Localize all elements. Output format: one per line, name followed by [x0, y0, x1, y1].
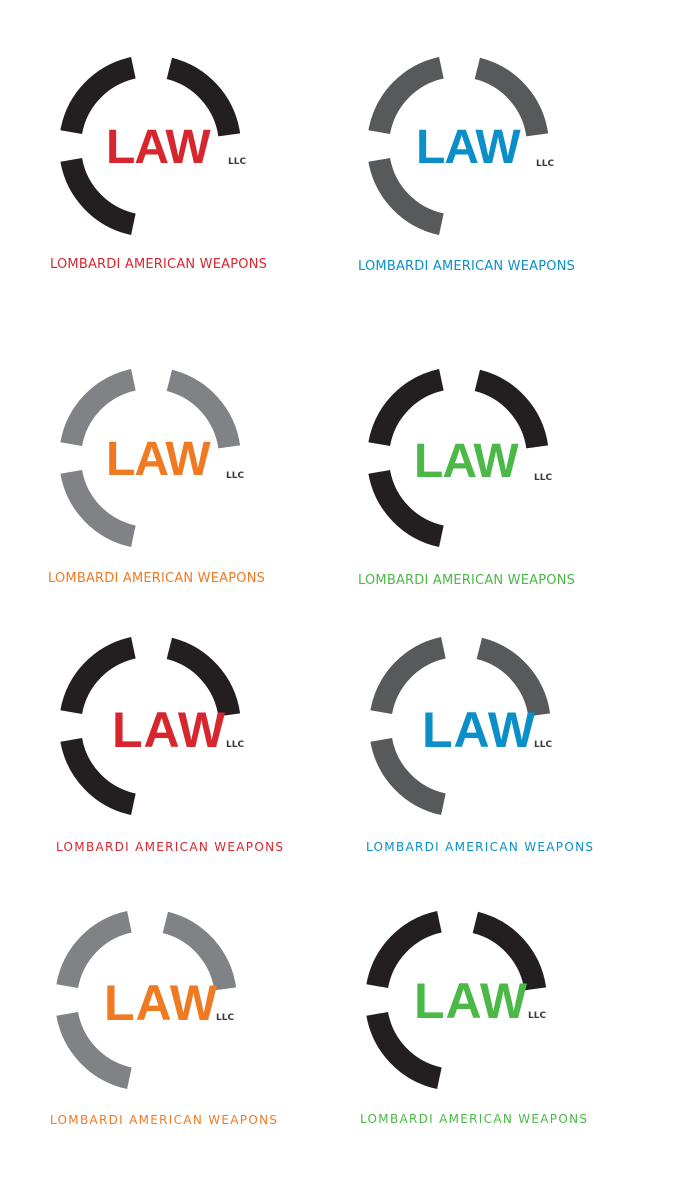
logo-mark: LAW [414, 435, 519, 488]
logo-blue-gray: LAW LLC LOMBARDI AMERICAN WEAPONS [348, 50, 648, 310]
logo-llc: LLC [228, 157, 247, 167]
logo-mark: LAW [422, 702, 537, 758]
logo-tagline: LOMBARDI AMERICAN WEAPONS [50, 1113, 279, 1127]
ring-arc-top-left [60, 56, 137, 135]
logo-red-dark-alt: LAW LLC LOMBARDI AMERICAN WEAPONS [40, 630, 340, 890]
crosshair-ring-icon [368, 56, 549, 236]
logo-tagline: LOMBARDI AMERICAN WEAPONS [360, 1112, 589, 1126]
logo-llc: LLC [534, 473, 553, 483]
ring-arc-top-right [166, 637, 241, 717]
crosshair-ring-icon [60, 56, 241, 236]
logo-llc: LLC [534, 740, 553, 750]
ring-arc-bottom-left [368, 469, 445, 548]
crosshair-ring-icon [60, 368, 241, 548]
logo-tagline: LOMBARDI AMERICAN WEAPONS [56, 840, 285, 854]
ring-arc-bottom-left [60, 157, 137, 236]
logo-orange-lightgray: LAW LLC LOMBARDI AMERICAN WEAPONS [40, 362, 340, 622]
ring-arc-top-right [474, 369, 549, 449]
logo-mark: LAW [106, 433, 211, 486]
logo-mark: LAW [112, 702, 227, 758]
logo-llc: LLC [226, 471, 245, 481]
ring-arc-bottom-left [370, 737, 447, 816]
logo-mark: LAW [106, 121, 211, 174]
logo-orange-lightgray-alt: LAW LLC LOMBARDI AMERICAN WEAPONS [36, 904, 336, 1164]
ring-arc-bottom-left [60, 737, 137, 816]
logo-tagline: LOMBARDI AMERICAN WEAPONS [50, 257, 268, 272]
crosshair-ring-icon [370, 636, 551, 816]
crosshair-ring-icon [368, 368, 549, 548]
logo-tagline: LOMBARDI AMERICAN WEAPONS [48, 571, 266, 586]
ring-arc-top-right [162, 911, 237, 991]
ring-arc-top-left [368, 56, 445, 135]
logo-blue-gray-alt: LAW LLC LOMBARDI AMERICAN WEAPONS [350, 630, 650, 890]
logo-llc: LLC [536, 159, 555, 169]
ring-arc-top-left [60, 636, 137, 715]
ring-arc-top-left [56, 910, 133, 989]
crosshair-ring-icon [366, 910, 547, 1090]
ring-arc-bottom-left [368, 157, 445, 236]
ring-arc-top-left [368, 368, 445, 447]
ring-arc-top-left [366, 910, 443, 989]
crosshair-ring-icon [60, 636, 241, 816]
logo-mark: LAW [416, 121, 521, 174]
ring-arc-top-left [370, 636, 447, 715]
logo-green-dark: LAW LLC LOMBARDI AMERICAN WEAPONS [348, 362, 648, 622]
logo-llc: LLC [226, 740, 245, 750]
logo-tagline: LOMBARDI AMERICAN WEAPONS [358, 573, 576, 588]
logo-llc: LLC [216, 1013, 235, 1023]
ring-arc-bottom-left [366, 1011, 443, 1090]
ring-arc-top-right [166, 369, 241, 449]
ring-arc-top-right [166, 57, 241, 137]
ring-arc-bottom-left [56, 1011, 133, 1090]
crosshair-ring-icon [56, 910, 237, 1090]
logo-mark: LAW [414, 973, 529, 1029]
logo-llc: LLC [528, 1011, 547, 1021]
ring-arc-top-right [474, 57, 549, 137]
ring-arc-top-left [60, 368, 137, 447]
ring-arc-top-right [476, 637, 551, 717]
logo-red-dark: LAW LLC LOMBARDI AMERICAN WEAPONS [40, 50, 340, 310]
logo-tagline: LOMBARDI AMERICAN WEAPONS [358, 259, 576, 274]
logo-tagline: LOMBARDI AMERICAN WEAPONS [366, 840, 595, 854]
logo-mark: LAW [104, 975, 219, 1031]
logo-green-dark-alt: LAW LLC LOMBARDI AMERICAN WEAPONS [346, 904, 646, 1164]
ring-arc-top-right [472, 911, 547, 991]
ring-arc-bottom-left [60, 469, 137, 548]
